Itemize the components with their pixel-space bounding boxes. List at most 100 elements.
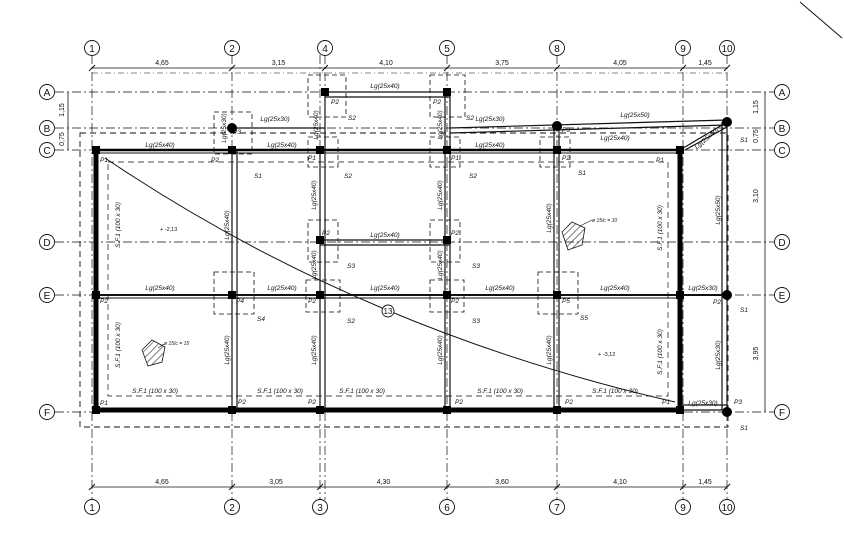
dim-tick-bottom	[553, 483, 561, 491]
corner-line	[799, 1, 843, 39]
beam-label: Lg(25x40)	[600, 135, 629, 142]
beam-label: Lg(25x40)	[311, 180, 318, 209]
pillar-tag: P2	[565, 399, 573, 406]
column-bubble-bottom	[84, 499, 100, 515]
pillar-tag: P4	[236, 298, 244, 305]
beam-label: Lg(25x50)	[620, 112, 649, 119]
column-label-top: 8	[554, 44, 560, 55]
beam-label: Lg(25x40)	[267, 142, 296, 149]
pillar	[676, 146, 684, 154]
column-bubble-bottom	[719, 499, 735, 515]
beam-label: Lg(25x40)	[370, 83, 399, 90]
dim-tick-bottom	[316, 483, 324, 491]
dim-tick-top	[443, 64, 451, 72]
beam-label: Lg(25x40)	[546, 203, 553, 232]
pillar-tag: P1	[100, 400, 108, 407]
row-label-right: F	[779, 408, 785, 419]
row-bubble-right	[774, 287, 790, 303]
outer-dashed-footprint	[79, 132, 729, 428]
beam-label: Lg(25x30)	[260, 116, 289, 123]
hatch-leader	[579, 219, 593, 227]
column-label-bottom: 1	[89, 503, 95, 514]
footing-label: S.F.1 (100 x 30)	[132, 388, 178, 395]
pillar	[316, 146, 324, 154]
footing-label: S.F.1 (100 x 30)	[339, 388, 385, 395]
footing-label: S.F.1 (100 x 30)	[592, 388, 638, 395]
footing-label-vertical: S.F.1 (100 x 30)	[657, 205, 664, 251]
row-label-right: E	[779, 291, 786, 302]
hatched-area-2	[141, 339, 166, 367]
column-label-bottom: 9	[680, 503, 686, 514]
row-bubble-left	[39, 404, 55, 420]
dimension-right: 1,15	[753, 100, 760, 114]
row-bubble-right	[774, 142, 790, 158]
pillar-tag: P2	[322, 230, 330, 237]
dim-tick-bottom	[443, 483, 451, 491]
column-bubble-top	[439, 40, 455, 56]
dimension-right: 0,75	[753, 129, 760, 143]
beam-label: Lg(25x40)	[311, 250, 318, 279]
pillar	[443, 146, 451, 154]
support-tag: S1	[740, 137, 748, 144]
dimension-bottom: 3,05	[269, 479, 283, 486]
pillar	[321, 88, 329, 96]
pillar	[228, 406, 236, 414]
dim-tick-bottom	[88, 483, 96, 491]
beam-label: Lg(25x30)	[475, 116, 504, 123]
pillar-tag: P2	[238, 399, 246, 406]
dim-tick-bottom	[723, 483, 731, 491]
pillar-tag: P2	[308, 298, 316, 305]
round-pillar	[722, 290, 732, 300]
pillar-tag: P2	[713, 299, 721, 306]
beam-label: Lg(25x40)	[370, 285, 399, 292]
pillar	[443, 406, 451, 414]
level-mark: + -3,12	[598, 352, 615, 358]
footing-boxes	[213, 74, 579, 315]
pillar-tag: P2	[100, 298, 108, 305]
beam-label: Lg(25x40)	[437, 335, 444, 364]
column-label-top: 4	[322, 44, 328, 55]
support-tag: S1	[740, 307, 748, 314]
beam-label: Lg(25x40)	[600, 285, 629, 292]
pillar-tag: P2	[562, 155, 570, 162]
support-tag: S3	[472, 318, 480, 325]
pillar-tag: P1	[308, 155, 316, 162]
row-label-right: C	[778, 146, 785, 157]
dimension-top: 3,15	[272, 60, 286, 67]
column-bubble-top	[719, 40, 735, 56]
row-label-right: A	[779, 88, 786, 99]
column-bubble-top	[84, 40, 100, 56]
beam-label: Lg(25x40)	[437, 180, 444, 209]
footing-label-vertical: S.F.1 (100 x 30)	[115, 202, 122, 248]
row-bubble-left	[39, 120, 55, 136]
dimension-top: 1,45	[698, 60, 712, 67]
beam-label: Lg(25x30)	[688, 285, 717, 292]
round-pillar	[552, 121, 562, 131]
dimension-right: 3,10	[753, 189, 760, 203]
footing-label-vertical: S.F.1 (100 x 30)	[657, 329, 664, 375]
dimension-top: 3,75	[495, 60, 509, 67]
column-bubble-top	[224, 40, 240, 56]
hatch-leader	[157, 343, 165, 349]
column-label-bottom: 10	[721, 503, 733, 514]
support-tag: S2	[348, 115, 356, 122]
column-bubble-top	[317, 40, 333, 56]
pillar	[443, 88, 451, 96]
dimension-top: 4,05	[613, 60, 627, 67]
column-bubble-bottom	[224, 499, 240, 515]
pillar	[316, 236, 324, 244]
footing-label: S.F.1 (100 x 30)	[257, 388, 303, 395]
pillar-tag: P5	[562, 298, 570, 305]
dimension-left: 1,15	[59, 103, 66, 117]
dimension-top: 4,65	[155, 60, 169, 67]
pillar-tag: P2	[455, 399, 463, 406]
dimension-bottom: 4,10	[613, 479, 627, 486]
beam-label: Lg(25x30)	[688, 400, 717, 407]
row-label-left: B	[44, 124, 51, 135]
support-tag: S2	[466, 115, 474, 122]
pillar-tag: P1	[451, 155, 459, 162]
pillar	[443, 236, 451, 244]
support-tag: S2	[347, 318, 355, 325]
dim-tick-bottom	[228, 483, 236, 491]
